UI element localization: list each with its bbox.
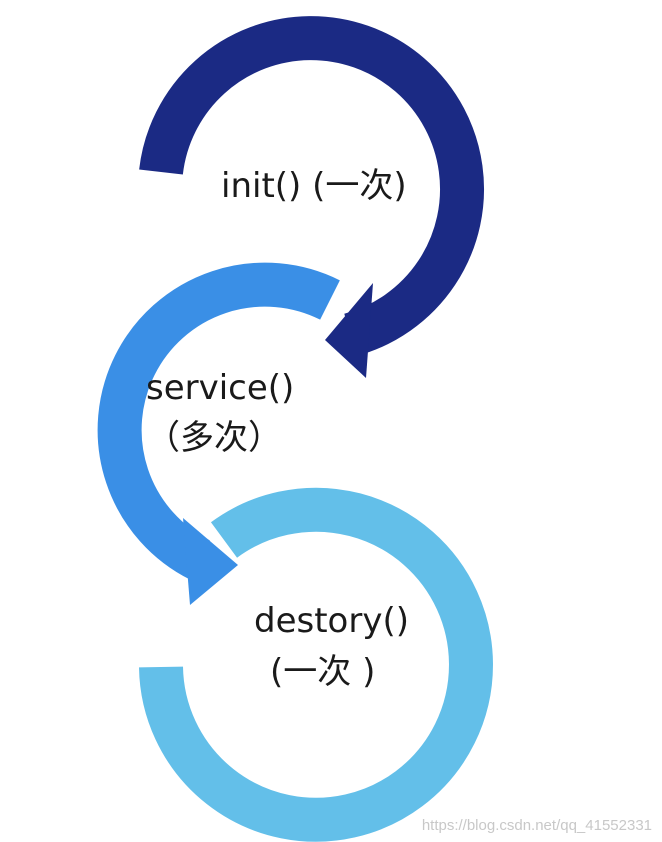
- init-arrowhead: [325, 283, 373, 378]
- service-ring: [97, 262, 340, 580]
- service-arrowhead: [183, 518, 238, 605]
- service-note: （多次）: [146, 418, 282, 458]
- destory-note: (一次 ): [270, 652, 376, 692]
- destroy-ring: [139, 487, 493, 842]
- destory-label: destory(): [254, 601, 409, 641]
- init-ring: [139, 16, 484, 357]
- init-label: init() (一次): [221, 166, 407, 206]
- watermark: https://blog.csdn.net/qq_41552331: [421, 817, 652, 834]
- service-label: service(): [146, 368, 295, 408]
